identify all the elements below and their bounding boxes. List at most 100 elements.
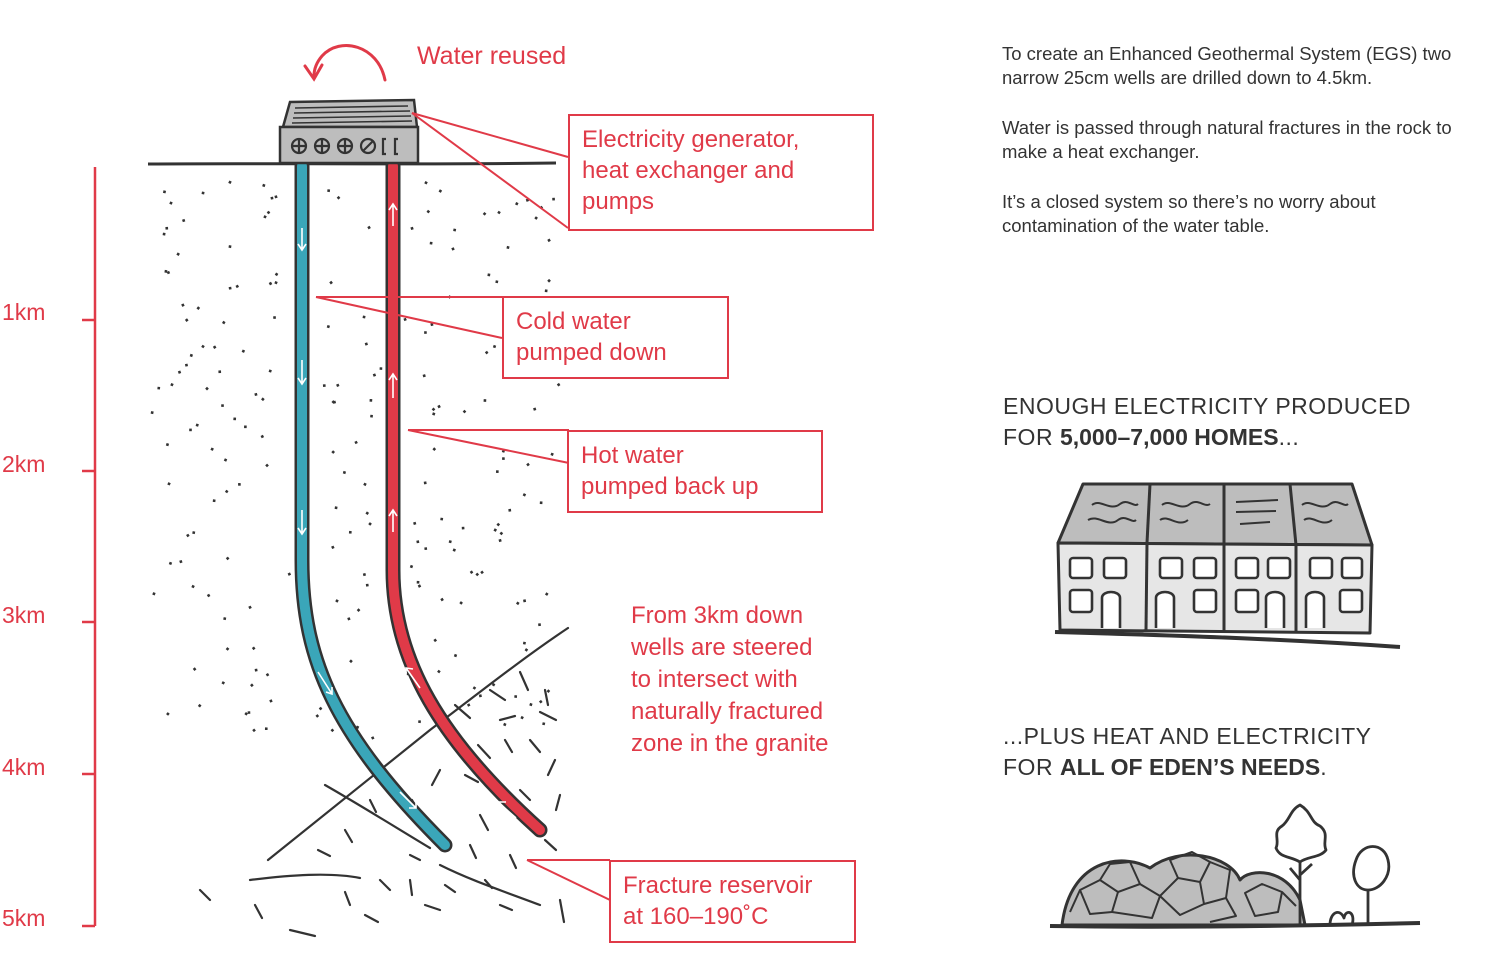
soil-speck [491, 682, 496, 687]
soil-speck [196, 306, 201, 310]
callout-leaders [315, 112, 611, 901]
soil-speck [416, 580, 420, 584]
soil-speck [269, 699, 273, 703]
callout-hot-water: Hot water pumped back up [567, 430, 823, 513]
soil-speck [265, 463, 269, 468]
callout-generator-line-3: pumps [582, 188, 655, 215]
soil-speck [533, 407, 537, 411]
soil-speck [274, 281, 278, 285]
soil-speck [182, 218, 186, 223]
depth-label-5km: 5km [2, 905, 46, 931]
callout-cold-water: Cold water pumped down [502, 296, 729, 379]
soil-speck [514, 695, 518, 698]
soil-speck [424, 331, 427, 334]
soil-speck [461, 526, 465, 530]
soil-speck [362, 573, 366, 577]
homes-headline-line-2: FOR 5,000–7,000 HOMES... [1003, 422, 1411, 453]
soil-speck [265, 673, 270, 677]
soil-speck [189, 353, 193, 358]
soil-speck [184, 363, 188, 367]
soil-speck [526, 462, 530, 467]
callout-reservoir: Fracture reservoir at 160–190˚C [609, 860, 856, 943]
soil-speck [318, 706, 323, 711]
soil-speck [440, 597, 444, 602]
steering-line-4: naturally fractured [631, 698, 824, 725]
soil-speck [459, 601, 463, 605]
soil-speck [235, 284, 240, 289]
soil-speck [221, 681, 225, 685]
soil-speck [177, 370, 182, 374]
soil-speck [365, 511, 370, 516]
cold-water-well [294, 158, 453, 853]
soil-speck [261, 397, 265, 402]
homes-suffix: ... [1278, 424, 1300, 450]
eden-suffix: . [1320, 754, 1328, 780]
soil-speck [222, 320, 226, 325]
soil-speck [367, 225, 371, 230]
steering-line-2: wells are steered [631, 634, 813, 661]
soil-speck [552, 197, 555, 201]
soil-speck [157, 386, 161, 390]
soil-speck [166, 270, 171, 275]
soil-speck [336, 195, 341, 200]
soil-speck [356, 608, 361, 612]
soil-speck [368, 522, 372, 526]
soil-speck [437, 669, 441, 674]
soil-speck [546, 689, 551, 693]
soil-speck [499, 531, 504, 536]
soil-speck [550, 452, 554, 456]
soil-speck [547, 238, 551, 243]
soil-speck [225, 647, 230, 651]
soil-speck [349, 659, 353, 664]
soil-speck [417, 584, 422, 588]
callout-generator-line-1: Electricity generator, [582, 126, 800, 153]
soil-speck [212, 345, 217, 349]
callout-cold-water-line-2: pumped down [516, 339, 667, 366]
soil-speck [322, 384, 326, 387]
soil-speck [287, 572, 292, 576]
soil-speck [547, 278, 551, 283]
soil-speck [502, 457, 505, 461]
soil-speck [251, 646, 256, 651]
depth-scale-axis [82, 167, 97, 928]
soil-speck [254, 668, 258, 672]
soil-speck [162, 190, 167, 194]
soil-speck [223, 458, 228, 462]
terraced-houses-icon [1054, 482, 1401, 649]
soil-speck [483, 399, 487, 402]
soil-speck [538, 699, 543, 704]
soil-speck [326, 325, 330, 329]
soil-speck [515, 202, 519, 206]
soil-speck [260, 434, 265, 439]
steering-annotation: From 3km down wells are steered to inter… [631, 600, 828, 760]
soil-speck [363, 482, 367, 487]
homes-count: 5,000–7,000 HOMES [1059, 424, 1279, 450]
soil-speck [169, 201, 173, 205]
callout-hot-water-line-2: pumped back up [581, 473, 759, 500]
soil-speck [244, 711, 249, 716]
soil-speck [201, 344, 205, 349]
soil-speck [191, 584, 195, 589]
info-paragraph-2: Water is passed through natural fracture… [1002, 117, 1452, 162]
soil-speck [254, 392, 258, 397]
soil-speck [409, 564, 414, 569]
soil-speck [413, 521, 417, 526]
soil-speck [484, 350, 489, 355]
soil-speck [197, 703, 202, 708]
soil-speck [416, 540, 420, 544]
soil-speck [268, 281, 273, 286]
soil-speck [247, 711, 251, 714]
eden-headline-line-1: ...PLUS HEAT AND ELECTRICITY [1003, 723, 1372, 749]
soil-speck [426, 209, 431, 214]
soil-speck [544, 289, 548, 293]
soil-speck [273, 316, 276, 319]
eden-prefix: FOR [1003, 754, 1060, 780]
depth-label-3km: 3km [2, 602, 46, 628]
soil-speck [418, 720, 421, 724]
soil-speck [347, 617, 351, 621]
steering-line-3: to intersect with [631, 666, 798, 693]
soil-speck [179, 560, 183, 564]
info-text: To create an Enhanced Geothermal System … [1002, 42, 1482, 264]
soil-speck [212, 499, 216, 503]
soil-speck [370, 414, 373, 418]
